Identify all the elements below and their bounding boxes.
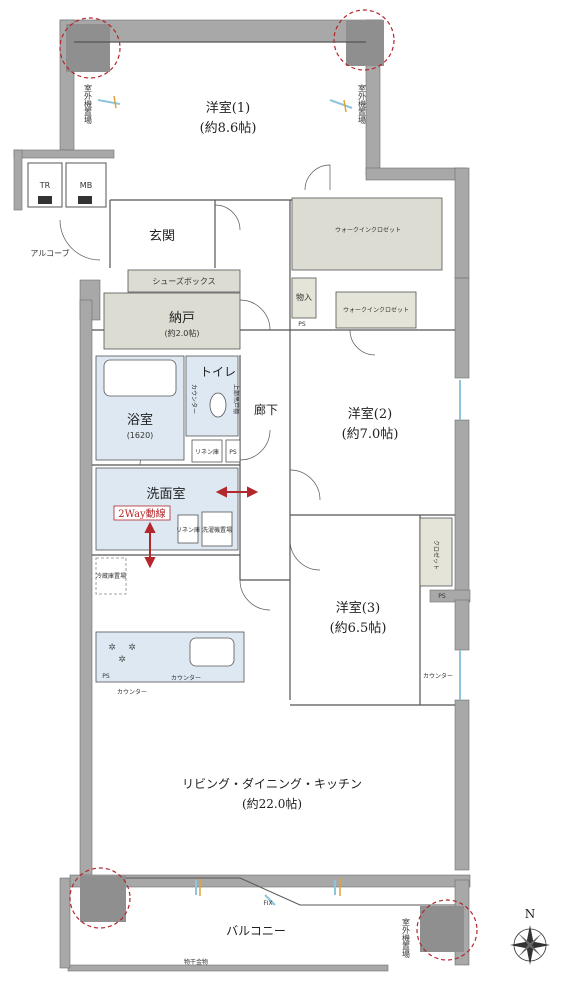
svg-text:✲: ✲ — [118, 655, 126, 665]
toilet-counter-label: カウンター — [190, 384, 198, 414]
corridor-label: 廊下 — [254, 402, 278, 417]
room-labels: 洋室(1) (約8.6帖) 洋室(2) (約7.0帖) 洋室(3) (約6.5帖… — [30, 83, 535, 966]
wic-large-label: ウォークインクロゼット — [335, 226, 401, 234]
outdoor-unit-label-bottom: 室外機置場 — [402, 917, 411, 959]
outdoor-unit-label-left: 室外機置場 — [84, 83, 93, 125]
entrance-label: 玄関 — [149, 229, 175, 244]
washer-box — [201, 511, 233, 547]
outdoor-unit-label-right: 室外機置場 — [358, 83, 367, 125]
ps-box-wash — [225, 439, 241, 463]
ps-closet-label: PS — [438, 593, 446, 600]
column-marker — [416, 899, 478, 961]
compass — [510, 925, 550, 965]
western3-size: (約6.5帖) — [330, 621, 387, 636]
two-way-arrows — [144, 486, 259, 569]
linen-cabinet-box — [191, 439, 223, 463]
fridge-box — [95, 557, 127, 595]
structure-columns — [59, 9, 478, 961]
two-way-label: 2Way動線 — [118, 507, 165, 520]
western2-name: 洋室(2) — [348, 406, 392, 422]
washroom-label: 洗面室 — [146, 486, 185, 502]
linen-small-label: リネン庫 — [176, 526, 200, 534]
closet-area — [419, 517, 453, 587]
bath-size: (1620) — [127, 431, 154, 440]
hanger-label: 物干金物 — [184, 958, 208, 966]
fridge-area-label: 冷蔵庫置場 — [96, 572, 126, 580]
wic-small-area — [335, 291, 417, 329]
balcony-label: バルコニー — [226, 924, 286, 938]
column-marker — [69, 867, 131, 929]
shoe-box-area — [127, 269, 241, 293]
kitchen-counter-label: カウンター — [171, 674, 201, 682]
wic-large-area — [291, 197, 443, 271]
ps-kitchen-label: PS — [102, 673, 110, 680]
western1-name: 洋室(1) — [206, 100, 250, 116]
ldk-size: (約22.0帖) — [242, 796, 302, 811]
toilet-upper-cabinet-label: 上部吊戸棚 — [232, 384, 240, 414]
compass-north: N — [525, 907, 536, 921]
western3-name: 洋室(3) — [336, 600, 380, 616]
toilet-area — [185, 355, 239, 437]
western1-size: (約8.6帖) — [200, 121, 257, 136]
mb-label: MB — [80, 181, 92, 190]
svg-text:✲: ✲ — [128, 643, 136, 653]
two-way-label-box — [113, 505, 171, 521]
wic-small-label: ウォークインクロゼット — [343, 306, 409, 314]
western2-size: (約7.0帖) — [342, 427, 399, 442]
windows — [97, 99, 461, 906]
kitchen-sink — [189, 637, 235, 667]
storage-room-area — [103, 292, 241, 350]
counter-right-label: カウンター — [423, 672, 453, 680]
counter-left-label: カウンター — [117, 688, 147, 696]
washer-area-label: 洗濯機置場 — [202, 526, 232, 534]
bay-window — [126, 877, 455, 906]
column-marker — [333, 9, 395, 71]
storage-room-size: (約2.0帖) — [165, 328, 200, 338]
storage-small-area — [291, 277, 317, 319]
tr-label: TR — [39, 181, 51, 190]
bath-name: 浴室 — [127, 412, 153, 428]
storage-small-label: 物入 — [296, 292, 312, 302]
toilet-bowl — [209, 392, 227, 418]
linen-small-box — [177, 514, 199, 544]
meter-boxes — [27, 162, 107, 208]
ps-wash-label: PS — [229, 449, 237, 456]
column-marker — [59, 17, 121, 79]
shoe-box-label: シューズボックス — [152, 276, 215, 286]
window-accents — [113, 95, 347, 896]
stove-burners: ✲ ✲ ✲ — [108, 643, 136, 665]
ldk-name: リビング・ダイニング・キッチン — [182, 776, 362, 791]
toilet-label: トイレ — [200, 365, 236, 379]
ps-wic-label: PS — [298, 321, 306, 328]
linen-cabinet-label: リネン庫 — [195, 448, 219, 456]
closet-label: クロゼット — [432, 540, 440, 570]
storage-room-name: 納戸 — [169, 311, 195, 326]
svg-text:✲: ✲ — [108, 643, 116, 653]
alcove-label: アルコーブ — [30, 248, 69, 258]
bathtub — [103, 359, 177, 397]
fix-label: FIX — [263, 900, 272, 907]
